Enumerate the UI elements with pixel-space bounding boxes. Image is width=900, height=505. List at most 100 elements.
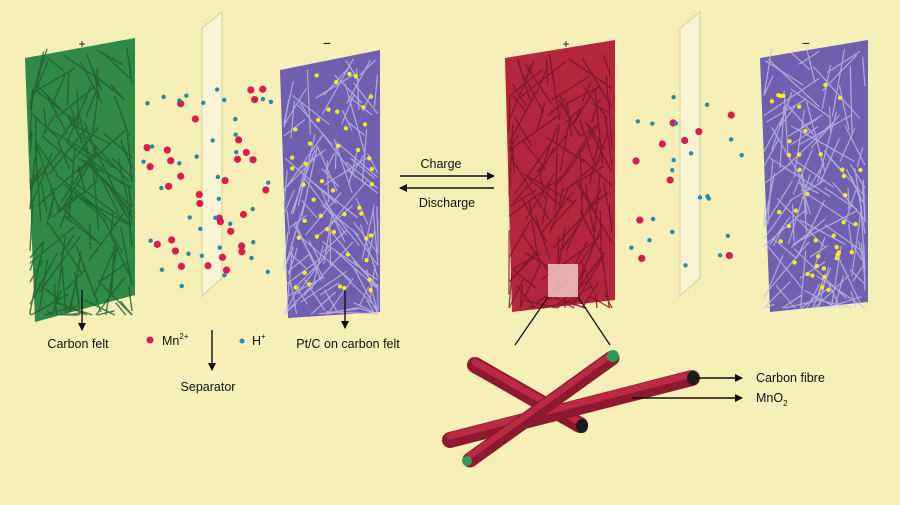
mn-ion [632,157,639,164]
pt-particle [342,286,346,290]
pt-particle [364,258,368,262]
h-ion [689,151,693,155]
mn-ion [247,86,254,93]
pt-particle [290,155,294,159]
pt-particle [787,153,791,157]
mn-ion [172,247,179,254]
pt-particle [361,105,365,109]
pt-particle [841,220,845,224]
h-ion [251,207,255,211]
h-ion [650,121,654,125]
pt-particle [347,72,351,76]
mn-ion [695,128,702,135]
pt-particle [805,192,809,196]
h-ion [215,87,219,91]
pt-particle [335,110,339,114]
pt-particle [303,271,307,275]
charge-label: Charge [421,157,462,171]
h-ion [729,137,733,141]
pt-particle [822,275,826,279]
pt-particle [777,210,781,214]
pt-particle [820,285,824,289]
pt-particle [834,245,838,249]
mn-ion [251,96,258,103]
pt-particle [336,144,340,148]
pt-particle [797,168,801,172]
h-ion [234,150,238,154]
pt-particle [858,168,862,172]
mn-ion [147,163,154,170]
pt-particle [806,272,810,276]
h-ion [718,253,722,257]
mn-ion [235,136,242,143]
carbon-fibre-label: Carbon fibre [756,371,825,385]
h-ion [184,94,188,98]
h-ion [740,153,744,157]
pt-particle [332,230,336,234]
h-ion [266,270,270,274]
pt-particle [369,233,373,237]
mno2-label: MnO2 [756,391,788,408]
pt-particle [770,99,774,103]
pt-particle [316,118,320,122]
h-ion [160,267,164,271]
h-ion [200,254,204,258]
mn-ion [262,186,269,193]
pt-particle [370,167,374,171]
plus-sign-left: + [78,37,85,51]
pt-particle [787,139,791,143]
carbon-felt-electrode [25,38,135,322]
pt-c-label: Pt/C on carbon felt [296,337,400,351]
pt-particle [797,104,801,108]
mn-ion [240,211,247,218]
mn-ion [221,177,228,184]
mn-ion [196,191,203,198]
pt-particle [832,233,836,237]
h-ion [705,194,709,198]
pt-particle [354,74,358,78]
h-ion [161,95,165,99]
h-ion [698,195,702,199]
pt-particle [356,148,360,152]
zoom-line-right [578,297,610,345]
mn-ion-label: Mn2+ [162,332,189,348]
mno2-felt-electrode [505,40,615,312]
pt-particle [308,141,312,145]
pt-particle [346,252,350,256]
mn-ion [227,228,234,235]
mn-ion [659,140,666,147]
mn-ion [217,218,224,225]
h-ion [670,230,674,234]
h-ion [266,180,270,184]
minus-sign-left: − [323,35,331,51]
h-ion [233,132,237,136]
mn-ion [204,262,211,269]
mn-ion [238,248,245,255]
mn-ion [243,149,250,156]
pt-particle [319,214,323,218]
pt-particle [304,162,308,166]
pt-particle [363,122,367,126]
pt-particle [853,222,857,226]
h-ion [150,144,154,148]
pt-particle [779,94,783,98]
h-ion [145,101,149,105]
pt-particle [838,96,842,100]
separator-label: Separator [181,380,236,394]
pt-particle [331,188,335,192]
fibre-bundle [450,350,699,466]
h-ion [261,97,265,101]
pt-particle [326,107,330,111]
h-ion [233,117,237,121]
h-ion [683,263,687,267]
pt-particle [320,179,324,183]
h-ion [647,238,651,242]
discharge-label: Discharge [419,196,475,210]
pt-particle [822,266,826,270]
h-ion [216,175,220,179]
pt-particle [792,260,796,264]
mn-ion [143,144,150,151]
pt-particle [293,127,297,131]
h-ion [177,161,181,165]
